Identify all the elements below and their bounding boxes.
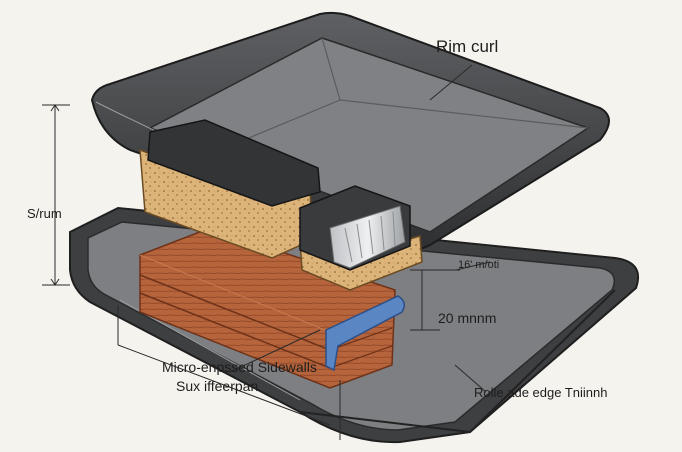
dimension-lines	[42, 64, 491, 440]
blue-edge-strip	[325, 295, 405, 372]
depth-label: 20 mnnm	[438, 310, 497, 326]
rolled-edge-label: Rolle ade edge Tniinnh	[474, 385, 608, 400]
thickness-label: 16' m/oti	[458, 259, 500, 271]
foam-block-large	[139, 119, 321, 259]
rim-curl-label: Rim curl	[436, 37, 499, 56]
side-height-label: S/rum	[27, 206, 62, 221]
foam-block-small	[299, 185, 423, 291]
sidewalls-label-line2: Sux iffeerpan	[176, 378, 259, 394]
sidewalls-label-line1: Micro-enpssed Sidewalls	[162, 359, 317, 375]
